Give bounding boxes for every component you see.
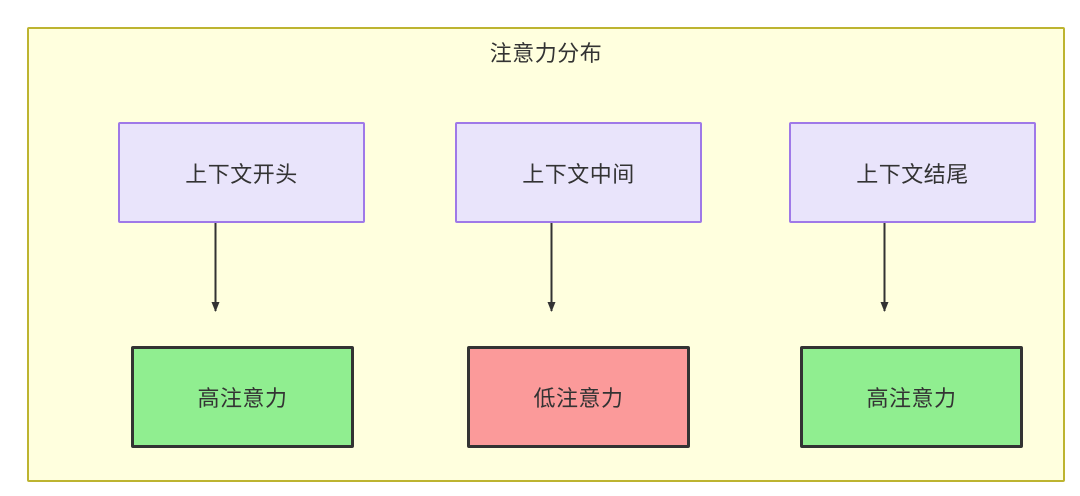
node-context-middle-label: 上下文中间 xyxy=(522,161,635,187)
node-high-attention-right[interactable]: 高注意力 xyxy=(800,346,1023,448)
node-context-end[interactable]: 上下文结尾 xyxy=(789,122,1036,223)
node-low-attention-middle-label: 低注意力 xyxy=(533,386,624,411)
subgraph-title: 注意力分布 xyxy=(489,41,603,66)
node-high-attention-right-label: 高注意力 xyxy=(866,386,957,411)
node-high-attention-left-label: 高注意力 xyxy=(197,386,288,411)
node-high-attention-left[interactable]: 高注意力 xyxy=(131,346,354,448)
node-low-attention-middle[interactable]: 低注意力 xyxy=(467,346,690,448)
node-context-middle[interactable]: 上下文中间 xyxy=(455,122,702,223)
node-context-start-label: 上下文开头 xyxy=(185,161,298,187)
node-context-start[interactable]: 上下文开头 xyxy=(118,122,365,223)
attention-distribution-subgraph: 注意力分布 上下文开头 上下文中间 上下文结尾 高注 xyxy=(27,27,1065,482)
node-context-end-label: 上下文结尾 xyxy=(856,161,969,187)
